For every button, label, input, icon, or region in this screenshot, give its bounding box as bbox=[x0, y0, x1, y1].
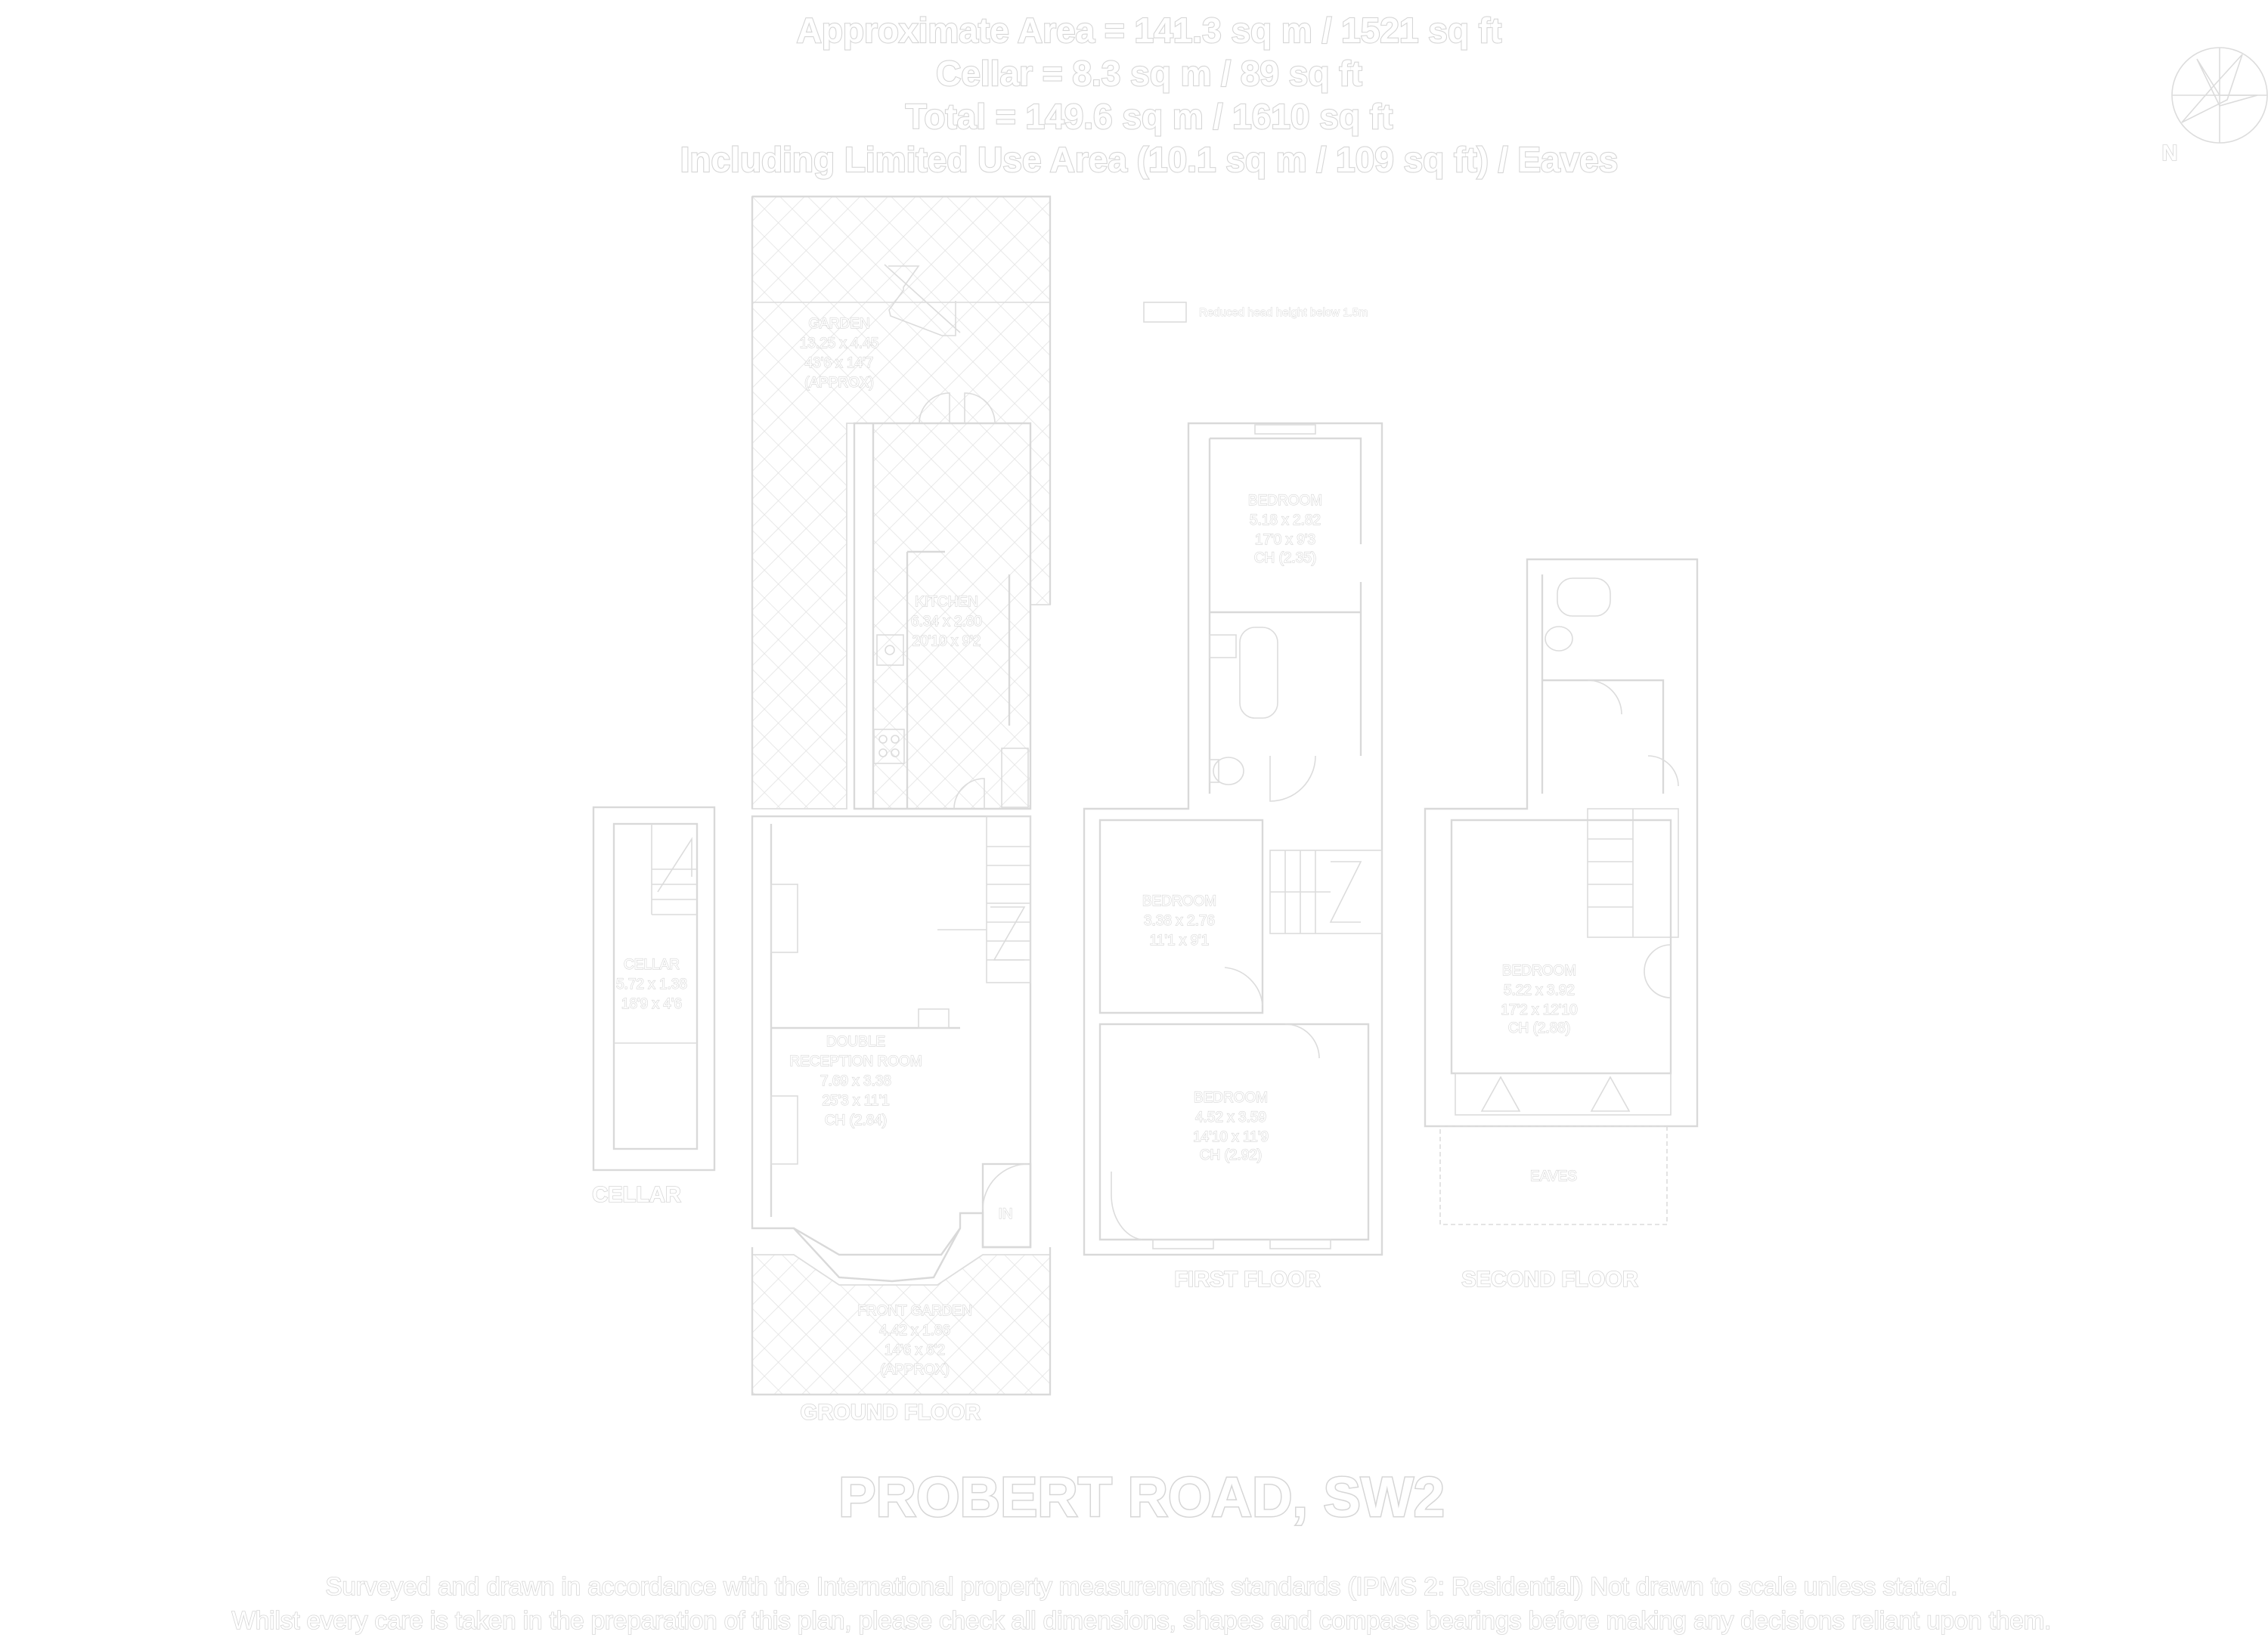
disclaimer-line-1: Surveyed and drawn in accordance with th… bbox=[326, 1572, 1958, 1600]
reception-name-1: DOUBLE bbox=[826, 1034, 885, 1050]
room-labels: GARDEN 13.25 x 4.45 43'6 x 14'7 (APPROX)… bbox=[615, 315, 1578, 1378]
legend-swatch bbox=[1143, 302, 1187, 323]
area-line-2: Cellar = 8.3 sq m / 89 sq ft bbox=[936, 54, 1362, 93]
floor-labels: CELLAR GROUND FLOOR FIRST FLOOR SECOND F… bbox=[591, 1182, 1638, 1426]
garden-imperial: 43'6 x 14'7 bbox=[805, 355, 874, 371]
stairs-icon bbox=[937, 816, 1031, 983]
legend-label: Reduced head height below 1.5m bbox=[1199, 306, 1368, 319]
bedroom-3-imperial: 14'10 x 11'9 bbox=[1193, 1129, 1269, 1145]
bedroom-1-metric: 5.18 x 2.82 bbox=[1250, 512, 1321, 528]
garden-name: GARDEN bbox=[808, 316, 869, 332]
bedroom-4-ceiling-height: CH (2.88) bbox=[1508, 1020, 1570, 1036]
floor-label-cellar: CELLAR bbox=[592, 1183, 681, 1207]
bedroom-4-imperial: 17'2 x 12'10 bbox=[1501, 1002, 1577, 1018]
bedroom-2-metric: 3.38 x 2.76 bbox=[1144, 913, 1215, 929]
eaves-name: EAVES bbox=[1530, 1169, 1577, 1184]
garden-metric: 13.25 x 4.45 bbox=[800, 336, 879, 351]
cellar-name: CELLAR bbox=[624, 957, 680, 973]
compass-north-label: N bbox=[2162, 141, 2178, 166]
garden-area bbox=[751, 196, 1051, 810]
front-garden-name: FRONT GARDEN bbox=[857, 1303, 972, 1319]
reception-name-2: RECEPTION ROOM bbox=[789, 1054, 922, 1070]
disclaimer: Surveyed and drawn in accordance with th… bbox=[231, 1571, 2052, 1635]
floor-label-ground: GROUND FLOOR bbox=[801, 1401, 981, 1425]
legend: Reduced head height below 1.5m bbox=[1143, 302, 1368, 323]
kitchen-metric: 6.34 x 2.80 bbox=[911, 614, 982, 630]
property-title: PROBERT ROAD, SW2 bbox=[838, 1466, 1445, 1528]
second-floor-plan bbox=[1424, 558, 1699, 1225]
bedroom-4-metric: 5.22 x 3.92 bbox=[1504, 983, 1575, 998]
area-summary: Approximate Area = 141.3 sq m / 1521 sq … bbox=[680, 10, 1619, 180]
bedroom-3-ceiling-height: CH (2.92) bbox=[1200, 1147, 1262, 1163]
bedroom-3-name: BEDROOM bbox=[1194, 1090, 1268, 1106]
bedroom-1-imperial: 17'0 x 9'3 bbox=[1255, 532, 1315, 548]
first-floor-plan bbox=[1083, 422, 1383, 1256]
bedroom-2-name: BEDROOM bbox=[1142, 893, 1216, 909]
cellar-plan bbox=[592, 806, 716, 1172]
reception-ceiling-height: CH (2.84) bbox=[825, 1113, 887, 1128]
bedroom-1-ceiling-height: CH (2.35) bbox=[1254, 550, 1316, 566]
front-garden-imperial: 14'6 x 6'2 bbox=[885, 1342, 945, 1358]
floor-label-second: SECOND FLOOR bbox=[1461, 1268, 1638, 1292]
stairs-icon bbox=[1587, 808, 1679, 938]
bedroom-2-imperial: 11'1 x 9'1 bbox=[1150, 933, 1210, 949]
disclaimer-line-2: Whilst every care is taken in the prepar… bbox=[232, 1606, 2052, 1634]
area-line-1: Approximate Area = 141.3 sq m / 1521 sq … bbox=[797, 11, 1502, 50]
reception-metric: 7.69 x 3.38 bbox=[820, 1073, 891, 1089]
front-garden-metric: 4.42 x 1.86 bbox=[879, 1323, 950, 1339]
entrance-label: IN bbox=[999, 1206, 1013, 1222]
bedroom-4-name: BEDROOM bbox=[1502, 963, 1576, 979]
stairs-icon bbox=[1269, 850, 1383, 934]
cellar-imperial: 18'9 x 4'6 bbox=[621, 996, 682, 1012]
cellar-metric: 5.72 x 1.38 bbox=[616, 977, 687, 992]
bedroom-1-name: BEDROOM bbox=[1248, 493, 1322, 509]
reception-imperial: 25'3 x 11'1 bbox=[822, 1093, 889, 1109]
front-garden-note: (APPROX) bbox=[880, 1362, 950, 1378]
compass-icon: N bbox=[2161, 47, 2268, 166]
kitchen-imperial: 20'10 x 9'2 bbox=[912, 633, 981, 649]
bedroom-3-metric: 4.52 x 3.59 bbox=[1195, 1110, 1266, 1125]
area-line-3: Total = 149.6 sq m / 1610 sq ft bbox=[906, 97, 1393, 136]
kitchen-name: KITCHEN bbox=[915, 594, 978, 610]
floor-label-first: FIRST FLOOR bbox=[1174, 1268, 1320, 1292]
garden-note: (APPROX) bbox=[804, 375, 874, 391]
ground-floor-plan bbox=[751, 195, 1052, 1396]
area-line-4: Including Limited Use Area (10.1 sq m / … bbox=[680, 140, 1619, 179]
